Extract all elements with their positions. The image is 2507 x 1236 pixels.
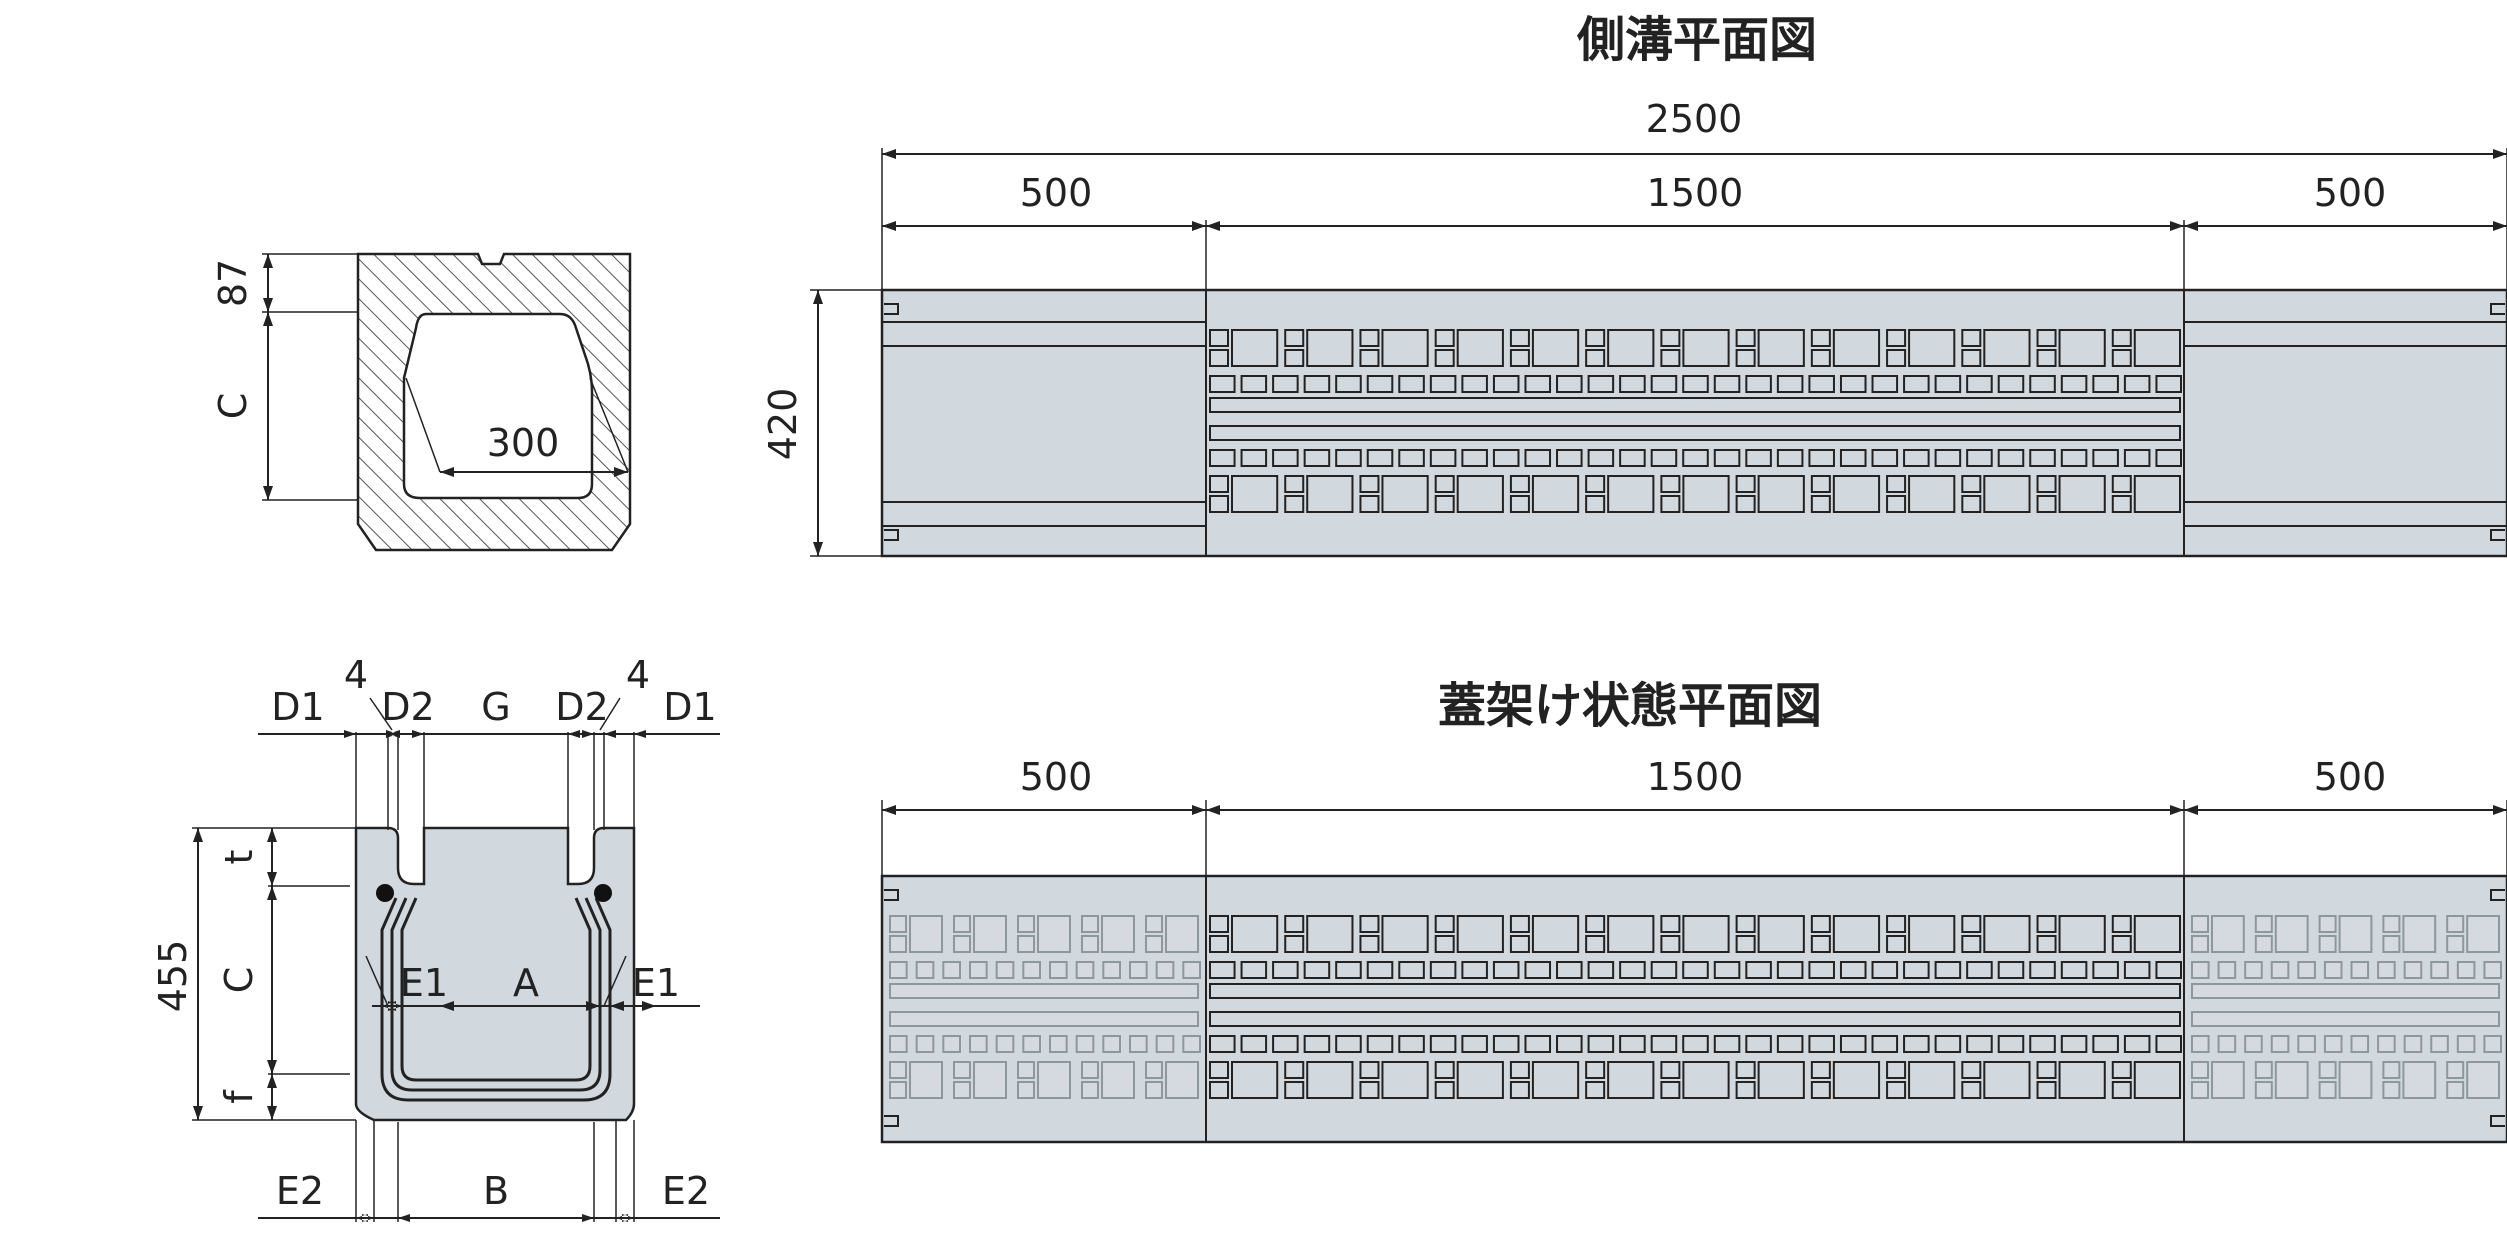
dim-2500: 2500: [1646, 97, 1743, 141]
dim-t: t: [217, 850, 261, 865]
dim-e1-right: E1: [632, 961, 680, 1005]
cover-plan-title: 蓋架け状態平面図: [1438, 678, 1822, 734]
dim-c-bottom: C: [217, 967, 261, 994]
dim-420: 420: [761, 388, 805, 461]
dim-cover-500-right: 500: [2314, 755, 2387, 799]
dim-b: B: [483, 1169, 509, 1213]
dim-d1-left: D1: [271, 685, 324, 729]
dim-300: 300: [487, 421, 560, 465]
dim-455: 455: [151, 940, 195, 1013]
cover-plan-view: 500 1500 500: [880, 755, 2507, 1144]
dim-4-left: 4: [344, 653, 368, 697]
dim-cover-500-left: 500: [1020, 755, 1093, 799]
dim-4-right: 4: [626, 653, 650, 697]
dim-d2-right: D2: [555, 685, 608, 729]
dim-a: A: [513, 961, 539, 1005]
dim-e1-left: E1: [400, 961, 448, 1005]
u-channel-body: [354, 826, 636, 1122]
dim-87: 87: [211, 259, 255, 307]
dim-f: f: [217, 1089, 261, 1104]
plan-view: 2500 500 1500 500 420: [761, 97, 2507, 558]
dim-plan-500-left: 500: [1020, 171, 1093, 215]
dim-e2-left: E2: [276, 1169, 324, 1213]
dim-cover-1500: 1500: [1647, 755, 1744, 799]
dim-d2-left: D2: [381, 685, 434, 729]
dim-plan-500-right: 500: [2314, 171, 2387, 215]
plan-grate-pattern: [1209, 329, 2183, 513]
dim-plan-1500: 1500: [1647, 171, 1744, 215]
dim-d1-right: D1: [663, 685, 716, 729]
cross-section-bottom: D1 4 D2 G D2 4 D1 455 t C f E1 A E1: [151, 653, 720, 1222]
cover-hidden-grate-right: [2191, 915, 2503, 1099]
cross-section-top: 87 C 300: [211, 252, 632, 552]
hatched-section-body: [356, 252, 632, 552]
dim-g: G: [481, 685, 510, 729]
plan-title: 側溝平面図: [1576, 12, 1817, 68]
dim-c: C: [211, 393, 255, 420]
dim-e2-right: E2: [662, 1169, 710, 1213]
cover-grate-pattern: [1209, 915, 2183, 1099]
cover-hidden-grate-left: [889, 915, 1202, 1099]
